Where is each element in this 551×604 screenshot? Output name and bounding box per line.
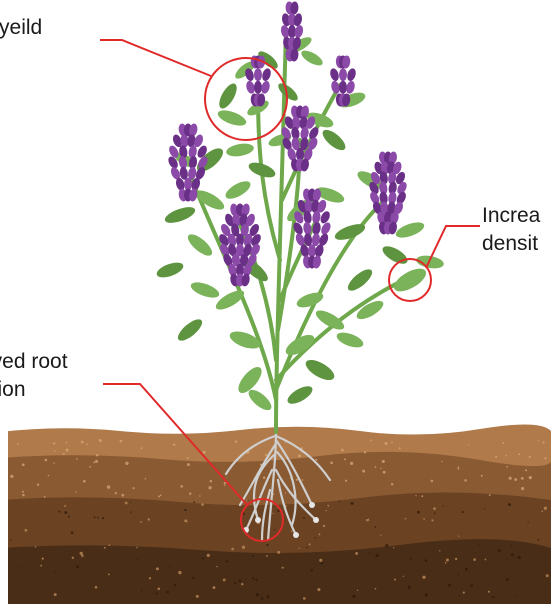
- leaf: [319, 126, 348, 153]
- leaf: [335, 330, 365, 351]
- leaf: [225, 142, 255, 159]
- leaf: [390, 264, 429, 296]
- flower-cluster: [280, 1, 305, 62]
- leaf: [163, 204, 197, 226]
- density-callout-line1: Increa: [482, 202, 540, 230]
- density-callout-line2: densit: [482, 230, 540, 258]
- yield-callout-line1: ted yeild: [0, 14, 42, 42]
- root-callout-line2: ation: [0, 376, 26, 404]
- leaf: [245, 386, 274, 413]
- leaf: [276, 80, 301, 103]
- leaf: [216, 81, 240, 111]
- root-callout-line1: oved root: [0, 348, 68, 376]
- leaf: [285, 383, 315, 407]
- leaf: [175, 316, 206, 344]
- flower-cluster: [367, 151, 408, 235]
- leaf: [380, 243, 410, 267]
- leaf: [303, 356, 338, 384]
- yield-callout-line: [100, 40, 211, 76]
- soil-left-edge: [0, 430, 8, 604]
- leaf: [185, 231, 216, 259]
- leaf: [299, 48, 325, 69]
- leaf: [216, 107, 248, 129]
- leaf: [223, 178, 253, 202]
- density-callout-label: Increa densit: [482, 202, 540, 258]
- leaf: [189, 279, 221, 301]
- leaf: [155, 260, 185, 281]
- leaf: [345, 266, 376, 294]
- leaf: [394, 219, 426, 241]
